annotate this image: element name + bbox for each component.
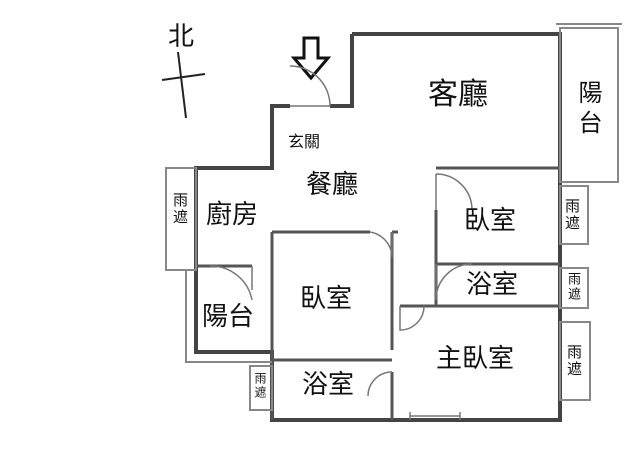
room-rain-shelter-east-1: 雨遮 bbox=[563, 198, 581, 232]
room-bedroom-east: 臥室 bbox=[464, 206, 517, 236]
room-bathroom-south: 浴室 bbox=[302, 370, 355, 400]
room-kitchen: 廚房 bbox=[206, 200, 259, 230]
compass-north-label: 北 bbox=[168, 22, 195, 52]
room-master-bedroom: 主臥室 bbox=[436, 344, 515, 374]
balcony-west-outline bbox=[185, 269, 272, 363]
room-bathroom-east: 浴室 bbox=[466, 270, 519, 300]
door-swings bbox=[209, 65, 473, 420]
room-bedroom-center: 臥室 bbox=[300, 284, 353, 314]
room-balcony-east: 陽台 bbox=[574, 80, 602, 140]
room-rain-shelter-south: 雨遮 bbox=[253, 372, 267, 400]
room-living-room: 客廳 bbox=[428, 77, 488, 112]
rain-shelter-outlines bbox=[165, 167, 591, 411]
room-dining-room: 餐廳 bbox=[306, 170, 359, 200]
room-entrance: 玄關 bbox=[288, 132, 321, 151]
compass-icon bbox=[161, 51, 206, 119]
room-rain-shelter-east-3: 雨遮 bbox=[565, 344, 583, 378]
room-rain-shelter-kitchen: 雨遮 bbox=[171, 192, 189, 226]
room-balcony-west: 陽台 bbox=[202, 302, 255, 332]
balcony-east-outline bbox=[556, 23, 622, 183]
room-rain-shelter-east-2: 雨遮 bbox=[565, 272, 580, 302]
